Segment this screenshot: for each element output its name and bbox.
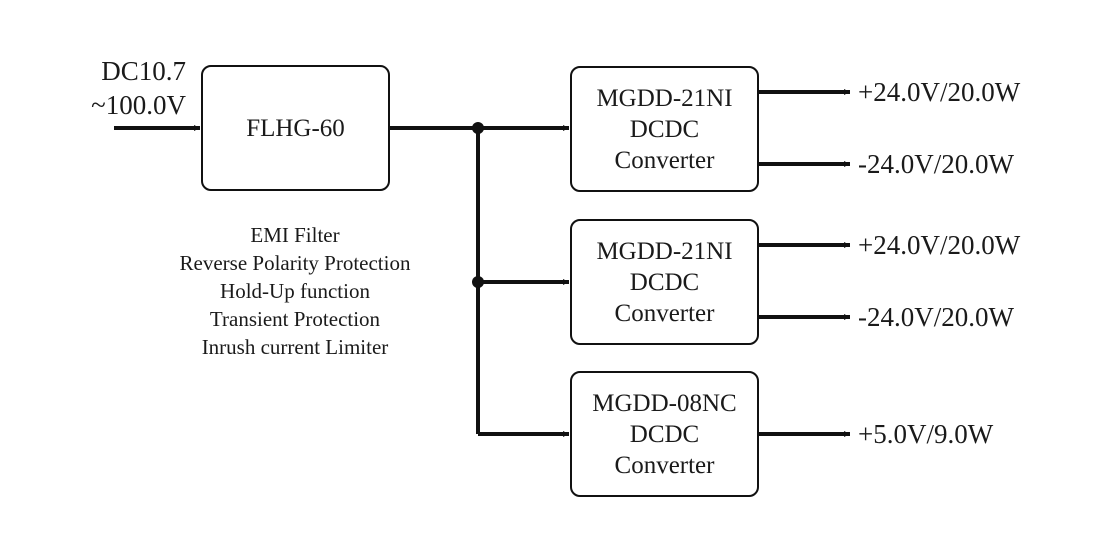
feature-item: Reverse Polarity Protection — [179, 251, 411, 275]
converter-box-3: MGDD-08NC DCDC Converter — [570, 371, 759, 497]
feature-item: Inrush current Limiter — [201, 335, 389, 359]
input-voltage-line1: DC10.7 — [101, 56, 186, 86]
junction-dot-1 — [472, 122, 484, 134]
output-label: +5.0V/9.0W — [858, 419, 994, 449]
converter-label: Converter — [614, 451, 715, 479]
converter-model: MGDD-08NC — [592, 389, 737, 417]
filter-module-box: FLHG-60 — [201, 65, 390, 191]
converter-model: MGDD-21NI — [596, 237, 733, 265]
feature-item: Hold-Up function — [220, 279, 370, 303]
converter-type: DCDC — [629, 420, 700, 448]
converter-label: Converter — [614, 146, 715, 174]
converter-type: DCDC — [629, 268, 700, 296]
input-voltage-label: DC10.7 ~100.0V — [70, 54, 186, 122]
feature-item: EMI Filter — [250, 223, 340, 247]
converter-label: Converter — [614, 299, 715, 327]
converter-box-1: MGDD-21NI DCDC Converter — [570, 66, 759, 192]
output-label: +24.0V/20.0W — [858, 230, 1021, 260]
converter-box-2: MGDD-21NI DCDC Converter — [570, 219, 759, 345]
converter-type: DCDC — [629, 115, 700, 143]
converter-model: MGDD-21NI — [596, 84, 733, 112]
output-label: -24.0V/20.0W — [858, 302, 1014, 332]
output-label: -24.0V/20.0W — [858, 149, 1014, 179]
filter-module-name: FLHG-60 — [246, 114, 345, 142]
junction-dot-2 — [472, 276, 484, 288]
input-voltage-line2: ~100.0V — [91, 90, 186, 120]
output-label: +24.0V/20.0W — [858, 77, 1021, 107]
filter-features-list: EMI Filter Reverse Polarity Protection H… — [150, 221, 440, 361]
feature-item: Transient Protection — [209, 307, 381, 331]
